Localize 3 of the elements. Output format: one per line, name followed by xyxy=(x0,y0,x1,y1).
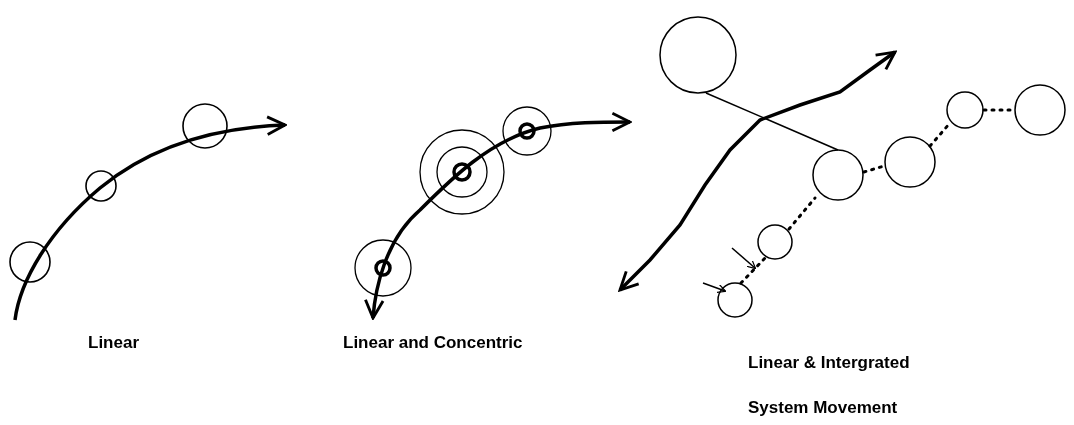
caption: Linear xyxy=(88,332,141,354)
caption: Linear & Intergrated System Movement xyxy=(748,352,911,419)
caption: Linear and Concentric xyxy=(343,332,524,354)
